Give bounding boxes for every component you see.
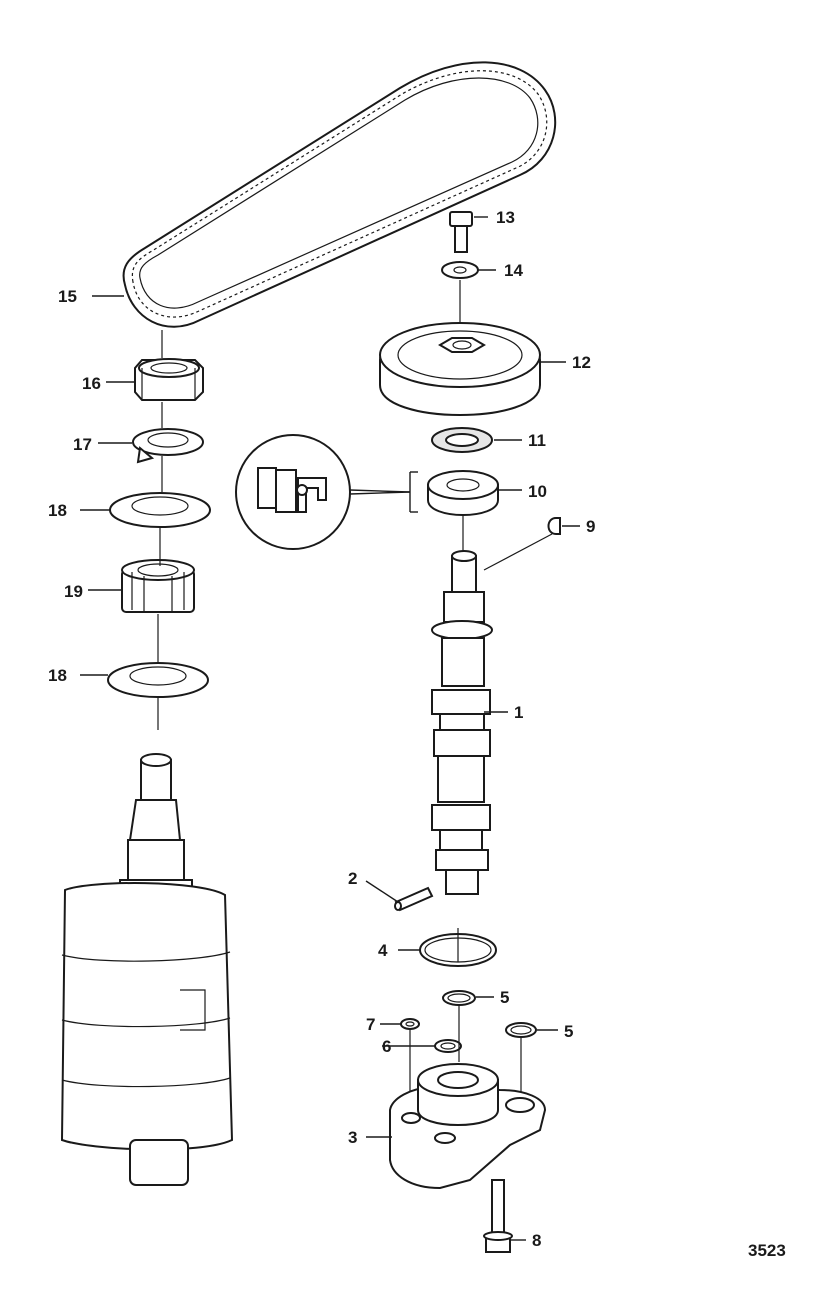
dowel-pin <box>394 886 434 912</box>
callout-3: 3 <box>348 1128 357 1147</box>
callout-9: 9 <box>586 517 595 536</box>
cam-sprocket <box>379 322 541 416</box>
crank-nut <box>134 358 204 401</box>
leader-lines <box>80 216 580 1241</box>
callout-7: 7 <box>366 1015 375 1034</box>
left-centerline <box>157 330 163 730</box>
timing-belt <box>122 61 557 328</box>
callout-2: 2 <box>348 869 357 888</box>
callout-5-upper: 5 <box>500 988 509 1007</box>
callout-15: 15 <box>58 287 77 306</box>
callout-13: 13 <box>496 208 515 227</box>
callout-6: 6 <box>382 1037 391 1056</box>
crankshaft <box>60 753 234 1186</box>
callout-11: 11 <box>528 431 546 450</box>
bearing-detail-circle <box>235 434 351 550</box>
lock-washer <box>132 428 204 464</box>
callout-14: 14 <box>504 261 523 280</box>
bearing-detail-bracket <box>349 471 418 513</box>
callout-19: 19 <box>64 582 83 601</box>
oil-pump-housing <box>389 1063 547 1190</box>
figure-number: 3523 <box>748 1241 786 1260</box>
callout-labels: 15 16 17 18 19 18 13 14 12 11 10 9 1 2 4… <box>48 208 595 1250</box>
sprocket-washer <box>441 261 479 279</box>
callout-18-upper: 18 <box>48 501 67 520</box>
callout-16: 16 <box>82 374 101 393</box>
woodruff-key <box>547 517 561 535</box>
callout-5-right: 5 <box>564 1022 573 1041</box>
callout-4: 4 <box>378 941 388 960</box>
callout-8: 8 <box>532 1231 541 1250</box>
sprocket-bolt <box>449 211 473 253</box>
callout-1: 1 <box>514 703 523 722</box>
callout-17: 17 <box>73 435 92 454</box>
callout-18-lower: 18 <box>48 666 67 685</box>
o-ring-middle <box>434 1039 462 1053</box>
crank-plate-upper <box>109 492 211 528</box>
callout-12: 12 <box>572 353 591 372</box>
crank-sprocket <box>121 559 195 613</box>
callout-10: 10 <box>528 482 547 501</box>
o-ring-small-top <box>442 990 476 1006</box>
crank-plate-lower <box>107 662 209 698</box>
cam-seal <box>431 427 493 453</box>
camshaft <box>431 550 493 895</box>
o-ring-tiny <box>400 1018 420 1030</box>
pump-bolt <box>483 1179 513 1253</box>
cam-bearing <box>427 470 499 516</box>
o-ring-small-right <box>505 1022 537 1038</box>
